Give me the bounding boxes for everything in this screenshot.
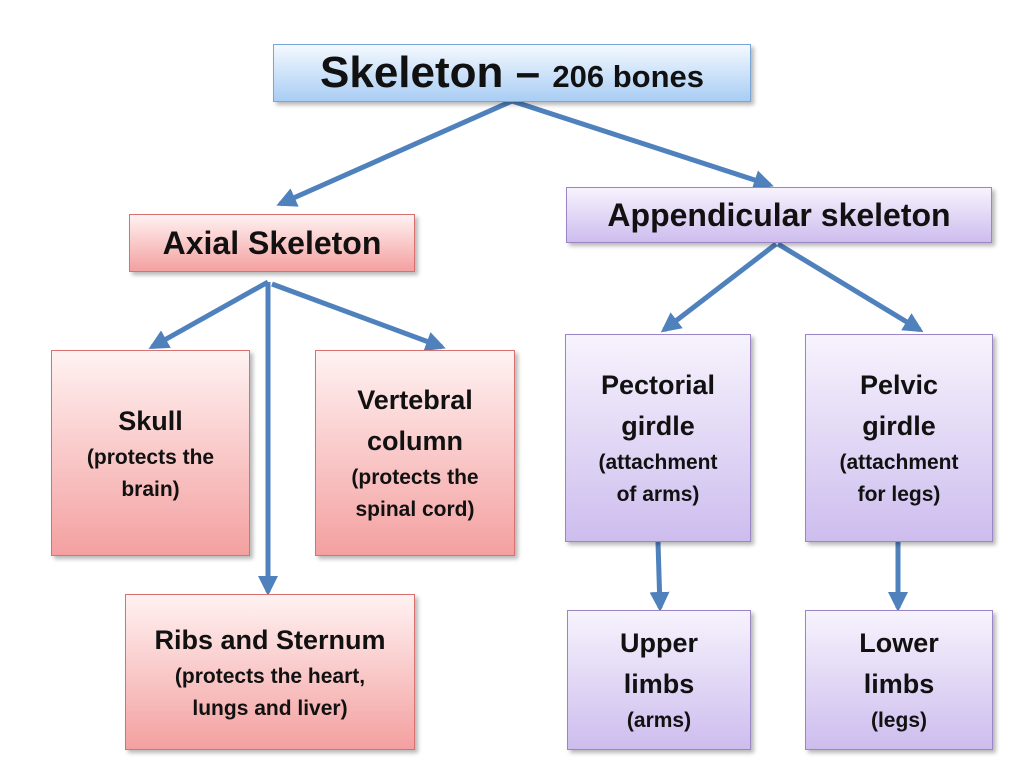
pectoral-desc-line2: of arms): [616, 483, 700, 506]
skeleton-title: Skeleton – 206 bones: [320, 51, 704, 95]
ribs-sternum-box: Ribs and Sternum (protects the heart, lu…: [125, 594, 415, 750]
ribs-desc-line2: lungs and liver): [192, 696, 348, 720]
skull-title: Skull: [118, 405, 183, 436]
lower-limbs-title-line2: limbs: [863, 669, 935, 699]
pectoral-girdle-box: Pectorial girdle (attachment of arms): [565, 334, 751, 542]
pelvic-desc-line1: (attachment: [839, 451, 959, 474]
appendicular-skeleton-box: Appendicular skeleton: [566, 187, 992, 243]
vertebral-title-line2: column: [366, 426, 463, 456]
skeleton-root-box: Skeleton – 206 bones: [273, 44, 751, 102]
skeleton-bone-count: 206 bones: [552, 59, 704, 94]
pelvic-title-line2: girdle: [862, 411, 936, 441]
arrow-root-to-axial: [276, 98, 514, 207]
axial-skeleton-box: Axial Skeleton: [129, 214, 415, 272]
skeleton-title-dash: –: [515, 48, 541, 97]
pelvic-desc-line2: for legs): [857, 483, 941, 506]
vertebral-desc-line2: spinal cord): [355, 498, 475, 521]
lower-limbs-desc: (legs): [870, 709, 927, 732]
lower-limbs-box: Lower limbs (legs): [805, 610, 993, 750]
pectoral-title-line2: girdle: [621, 411, 695, 441]
upper-limbs-title-line2: limbs: [623, 669, 695, 699]
upper-limbs-title-line1: Upper: [619, 628, 698, 658]
pectoral-title-line1: Pectorial: [600, 370, 716, 400]
skull-box: Skull (protects the brain): [51, 350, 250, 556]
vertebral-desc-line1: (protects the: [351, 466, 479, 489]
arrow-appendicular-to-pectoral: [660, 242, 778, 333]
upper-limbs-box: Upper limbs (arms): [567, 610, 751, 750]
pectoral-desc-line1: (attachment: [598, 451, 718, 474]
arrow-axial-to-vertebral: [271, 281, 446, 351]
vertebral-title-line1: Vertebral: [357, 385, 473, 415]
ribs-desc-line1: (protects the heart,: [174, 664, 366, 688]
arrow-root-to-appendicular: [511, 98, 774, 190]
arrow-pectoral-to-upper: [649, 541, 670, 612]
axial-skeleton-label: Axial Skeleton: [162, 225, 382, 261]
arrow-axial-to-skull: [148, 279, 270, 350]
lower-limbs-title-line1: Lower: [859, 628, 939, 658]
ribs-title: Ribs and Sternum: [154, 624, 386, 655]
vertebral-column-box: Vertebral column (protects the spinal co…: [315, 350, 515, 556]
arrow-appendicular-to-pelvic: [776, 241, 924, 333]
upper-limbs-desc: (arms): [626, 709, 692, 732]
pelvic-girdle-box: Pelvic girdle (attachment for legs): [805, 334, 993, 542]
skull-desc-line2: brain): [121, 477, 180, 501]
skull-desc-line1: (protects the: [86, 445, 215, 469]
pelvic-title-line1: Pelvic: [859, 370, 939, 400]
skeleton-title-text: Skeleton: [320, 48, 504, 97]
appendicular-skeleton-label: Appendicular skeleton: [607, 197, 951, 233]
